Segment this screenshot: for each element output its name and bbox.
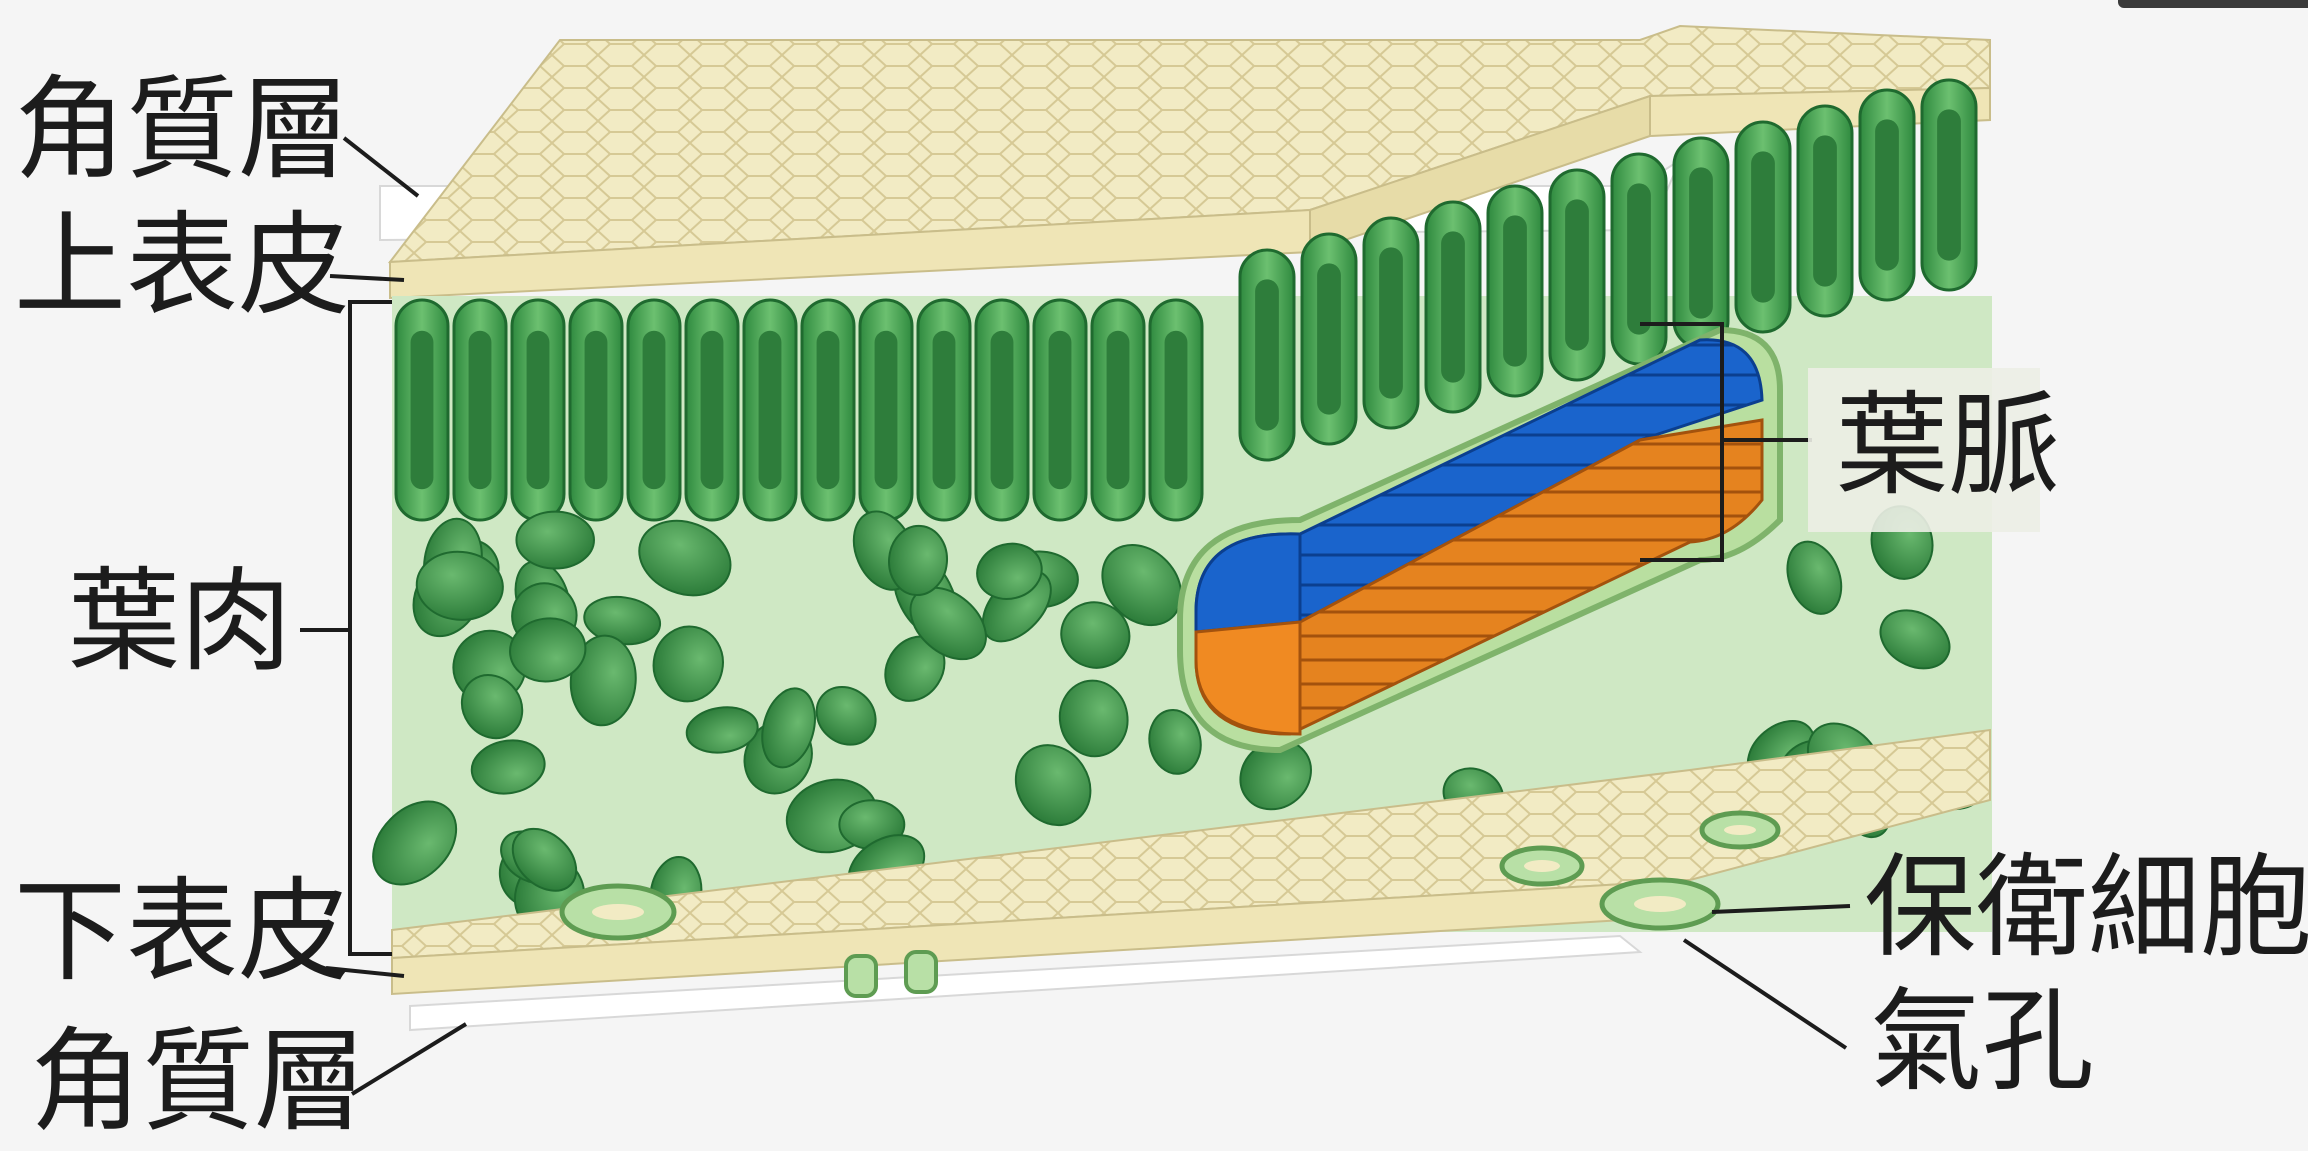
palisade-cell-vacuole	[527, 331, 550, 489]
palisade-cell-vacuole	[1107, 331, 1130, 489]
palisade-cell-vacuole	[875, 331, 898, 489]
palisade-cell-vacuole	[1165, 331, 1188, 489]
palisade-cell-vacuole	[1565, 199, 1589, 350]
label-upper-epidermis: 上表皮	[14, 210, 350, 322]
label-vein: 葉脈	[1836, 390, 2060, 502]
palisade-cell-vacuole	[1503, 215, 1527, 366]
palisade-cell-vacuole	[1255, 279, 1279, 430]
label-cuticle-top: 角質層	[14, 74, 350, 186]
label-guard-cell: 保衛細胞	[1864, 852, 2308, 964]
palisade-cell-vacuole	[1875, 119, 1899, 270]
palisade-cell-vacuole	[991, 331, 1014, 489]
palisade-cell-vacuole	[643, 331, 666, 489]
palisade-cell-vacuole	[411, 331, 434, 489]
palisade-cell-vacuole	[1379, 247, 1403, 398]
label-cuticle-bottom: 角質層	[30, 1026, 366, 1138]
palisade-cell-vacuole	[1813, 135, 1837, 286]
line-cuticle-bottom	[352, 1024, 466, 1094]
label-stoma: 氣孔	[1870, 986, 2094, 1098]
window-corner-bar	[2118, 0, 2308, 8]
palisade-cell-vacuole	[1317, 263, 1341, 414]
label-lower-epidermis: 下表皮	[14, 876, 350, 988]
palisade-cell-vacuole	[1627, 183, 1651, 334]
spongy-cell	[516, 512, 594, 569]
palisade-cell-vacuole	[1937, 109, 1961, 260]
line-stoma	[1684, 940, 1846, 1048]
palisade-cell-vacuole	[1441, 231, 1465, 382]
palisade-cell-vacuole	[1049, 331, 1072, 489]
palisade-cell-vacuole	[701, 331, 724, 489]
palisade-cell-vacuole	[1751, 151, 1775, 302]
label-mesophyll: 葉肉	[68, 566, 292, 678]
palisade-cell-vacuole	[469, 331, 492, 489]
palisade-cell-vacuole	[817, 331, 840, 489]
palisade-cell-vacuole	[933, 331, 956, 489]
palisade-cell-vacuole	[1689, 167, 1713, 318]
palisade-cell-vacuole	[759, 331, 782, 489]
palisade-cell-vacuole	[585, 331, 608, 489]
